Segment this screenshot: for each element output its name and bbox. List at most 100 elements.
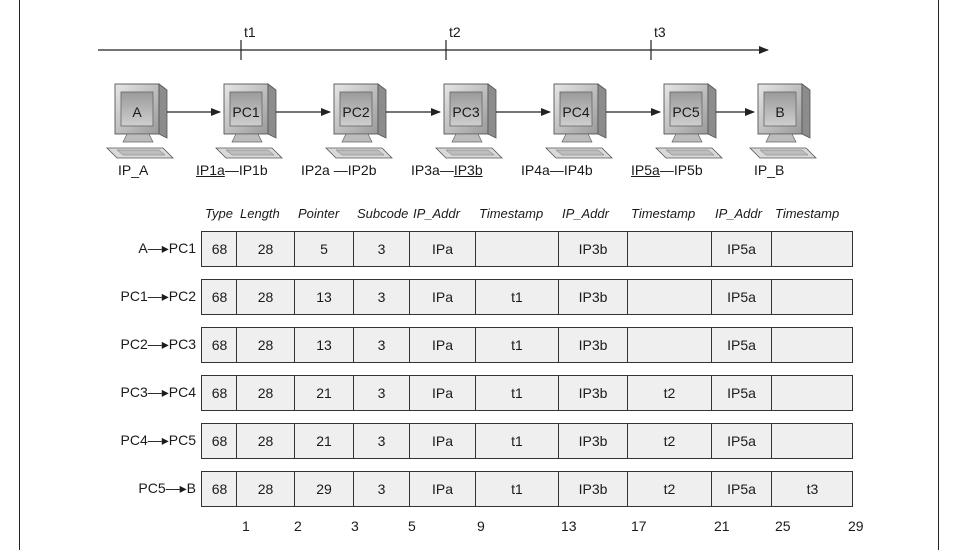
byte-offset-label: 5 bbox=[408, 518, 416, 534]
table-cell: 68 bbox=[211, 385, 228, 401]
column-header: Pointer bbox=[298, 206, 340, 221]
computer-icon bbox=[655, 83, 723, 159]
table-cell bbox=[627, 280, 711, 314]
ip-left: IP3a bbox=[411, 162, 440, 178]
table-cell: 68 bbox=[211, 241, 228, 257]
row-label: PC3 —▸PC4 bbox=[76, 384, 197, 401]
table-cell: IP3b bbox=[558, 232, 627, 266]
row-label: A —▸PC1 bbox=[76, 240, 196, 257]
ip-address-label: IP_B bbox=[754, 162, 784, 178]
table-cell: t1 bbox=[475, 280, 558, 314]
table-cell: IP3b bbox=[558, 424, 627, 458]
right-arrow-icon: —▸ bbox=[165, 480, 187, 496]
row-label-from: PC4 bbox=[120, 432, 148, 448]
ip-address-label: IP4a—IP4b bbox=[521, 162, 593, 178]
row-label: PC1 —▸PC2 bbox=[76, 288, 197, 305]
table-cell: IP5a bbox=[711, 280, 771, 314]
column-header: IP_Addr bbox=[413, 206, 460, 221]
table-cell: 29 bbox=[294, 472, 353, 506]
row-label-to: B bbox=[186, 480, 196, 496]
computer-icon bbox=[325, 83, 393, 159]
table-cell: t1 bbox=[475, 328, 558, 362]
ip-separator: — bbox=[659, 162, 674, 178]
table-cell: 3 bbox=[353, 424, 409, 458]
table-cell: 3 bbox=[353, 232, 409, 266]
ip-address-label: IP5a—IP5b bbox=[631, 162, 703, 178]
ip-left: IP4a bbox=[521, 162, 550, 178]
table-cell bbox=[771, 280, 853, 314]
ip-right: IP4b bbox=[563, 162, 593, 178]
table-cell: 28 bbox=[236, 376, 294, 410]
column-header: Timestamp bbox=[479, 206, 544, 221]
table-cell: 28 bbox=[236, 232, 294, 266]
ip-separator: — bbox=[329, 162, 348, 178]
computer-icon bbox=[545, 83, 613, 159]
column-header: IP_Addr bbox=[562, 206, 609, 221]
right-arrow-icon: —▸ bbox=[147, 240, 169, 256]
byte-offset-label: 21 bbox=[714, 518, 730, 534]
table-cell: IPa bbox=[409, 280, 475, 314]
ip-address-label: IP1a—IP1b bbox=[196, 162, 268, 178]
table-cell: 68 bbox=[211, 289, 228, 305]
table-cell: 21 bbox=[294, 376, 353, 410]
host-label: PC3 bbox=[452, 104, 480, 120]
table-cell: 3 bbox=[353, 472, 409, 506]
ip-left: IP1a bbox=[196, 162, 225, 178]
column-header: Timestamp bbox=[775, 206, 840, 221]
table-cell bbox=[771, 232, 853, 266]
ip-address-label: IP3a—IP3b bbox=[411, 162, 483, 178]
row-label: PC4 —▸PC5 bbox=[76, 432, 197, 449]
ip-separator: — bbox=[549, 162, 564, 178]
column-header: Length bbox=[240, 206, 280, 221]
table-cell: IP3b bbox=[558, 472, 627, 506]
table-cell: 3 bbox=[353, 280, 409, 314]
ip-left: IP_B bbox=[754, 162, 785, 178]
table-cell: 68 bbox=[211, 433, 228, 449]
host-label: PC4 bbox=[562, 104, 590, 120]
table-cell: t1 bbox=[475, 376, 558, 410]
table-cell bbox=[475, 232, 558, 266]
byte-offset-label: 17 bbox=[631, 518, 647, 534]
table-cell: t2 bbox=[627, 472, 711, 506]
column-header: Subcode bbox=[357, 206, 409, 221]
row-label-to: PC5 bbox=[168, 432, 196, 448]
table-cell: 13 bbox=[294, 280, 353, 314]
table-cell bbox=[627, 328, 711, 362]
computer-icon bbox=[106, 83, 174, 159]
computer-icon bbox=[435, 83, 503, 159]
host-label: PC5 bbox=[672, 104, 700, 120]
ip-left: IP_A bbox=[118, 162, 149, 178]
row-label-from: PC3 bbox=[120, 384, 148, 400]
table-cell: IPa bbox=[409, 472, 475, 506]
table-cell: IP3b bbox=[558, 328, 627, 362]
ip-left: IP5a bbox=[631, 162, 660, 178]
table-cell: IP3b bbox=[558, 280, 627, 314]
table-cell: IP5a bbox=[711, 472, 771, 506]
table-cell: t1 bbox=[475, 424, 558, 458]
table-cell: t2 bbox=[627, 376, 711, 410]
byte-offset-label: 9 bbox=[477, 518, 485, 534]
ip-address-label: IP_A bbox=[118, 162, 148, 178]
table-cell: 3 bbox=[353, 328, 409, 362]
ip-separator: — bbox=[439, 162, 454, 178]
byte-offset-label: 3 bbox=[351, 518, 359, 534]
ip-left: IP2a bbox=[301, 162, 330, 178]
computer-icon bbox=[215, 83, 283, 159]
column-header: IP_Addr bbox=[715, 206, 762, 221]
row-label-to: PC3 bbox=[168, 336, 196, 352]
table-cell: IPa bbox=[409, 424, 475, 458]
table-cell: 21 bbox=[294, 424, 353, 458]
ip-right: IP5b bbox=[673, 162, 703, 178]
byte-offset-label: 2 bbox=[294, 518, 302, 534]
figure-frame bbox=[19, 0, 939, 550]
byte-offset-label: 13 bbox=[561, 518, 577, 534]
ip-right: IP1b bbox=[238, 162, 268, 178]
table-cell: IPa bbox=[409, 232, 475, 266]
table-cell: 28 bbox=[236, 328, 294, 362]
timeline-label-t2: t2 bbox=[449, 24, 461, 40]
